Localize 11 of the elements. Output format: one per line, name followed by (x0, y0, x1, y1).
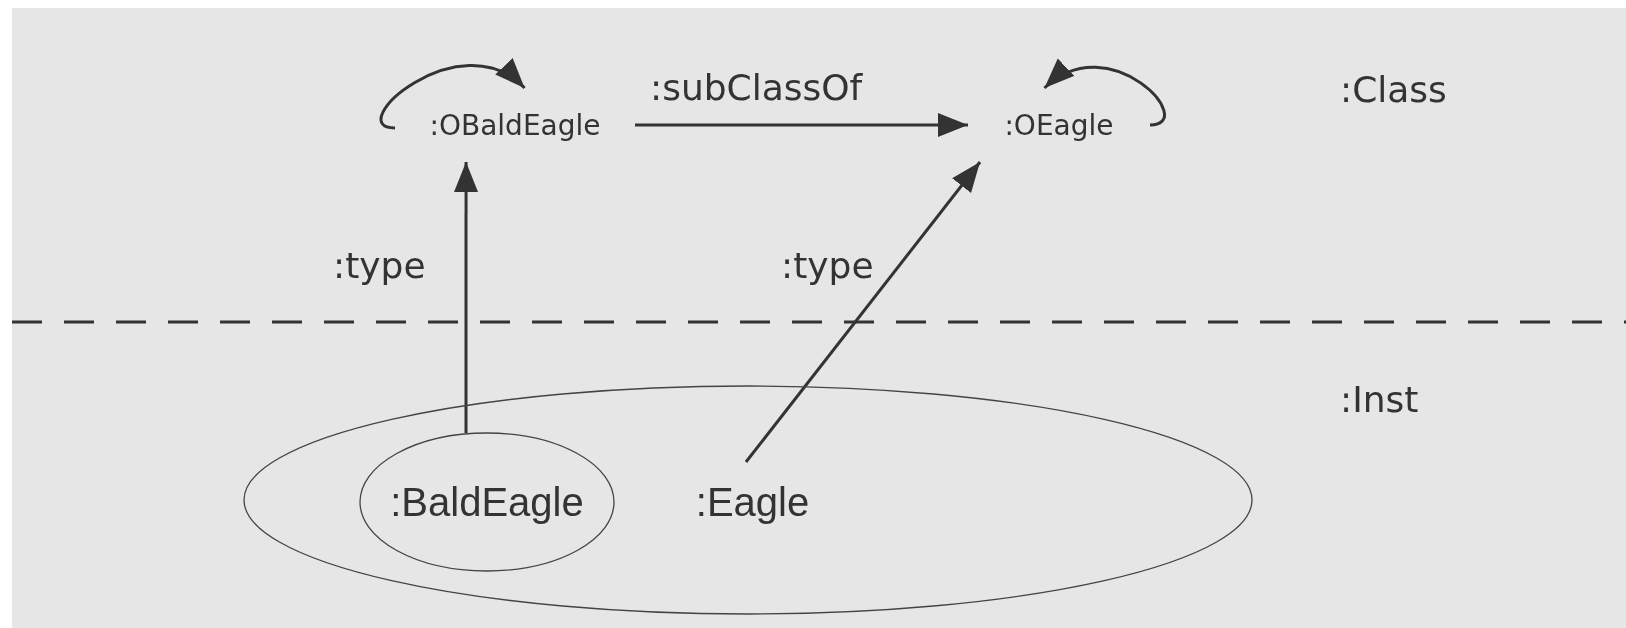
class-label: :OEagle (1004, 108, 1114, 142)
node-text: :BaldEagle (390, 479, 584, 525)
arrow (454, 162, 479, 433)
set-ellipse (243, 385, 1253, 615)
class-label: :OBaldEagle (429, 108, 601, 142)
arrow (744, 161, 982, 463)
instance-ellipse (359, 432, 615, 572)
instance-label: :Eagle (695, 479, 810, 525)
arrow (379, 60, 526, 130)
arrow (1043, 60, 1166, 127)
arrow (635, 113, 968, 137)
